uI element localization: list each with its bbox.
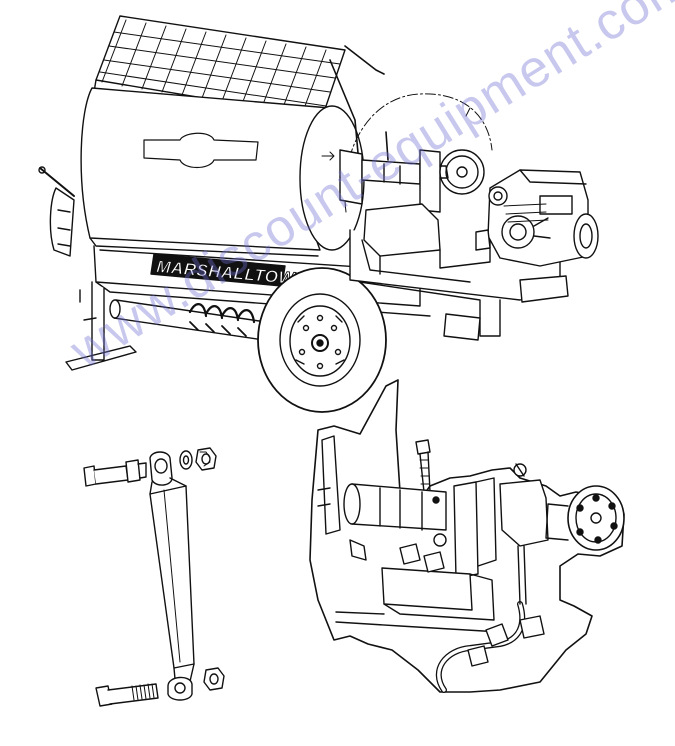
callout-arrow-icon (321, 151, 335, 161)
mixer-drum (38, 87, 365, 257)
mortar-mixer-assembly: MARSHALLTOWN (38, 15, 599, 413)
bottom-bolt (95, 683, 159, 707)
washer (179, 450, 193, 470)
detail-motor-flange (545, 485, 625, 551)
detail-pump-body (499, 479, 549, 547)
hydraulic-cylinder-parts (83, 447, 225, 707)
detail-fitting (399, 543, 421, 565)
detail-view-pump (309, 379, 625, 693)
front-stand (65, 281, 137, 371)
detail-shaft-housing (351, 483, 447, 531)
axle-tube (109, 299, 267, 341)
cylinder-top-eye (149, 451, 173, 486)
cylinder-bottom-eye (167, 676, 193, 701)
detail-tray (381, 567, 473, 611)
engine (475, 169, 599, 267)
pump-housing (363, 203, 441, 257)
detail-callout-circle (344, 93, 493, 213)
pump-coupling (339, 131, 485, 213)
wheel (257, 267, 387, 413)
drum-emblem (143, 132, 259, 169)
top-nut (195, 447, 217, 471)
top-bolt (83, 459, 147, 487)
bottom-nut (203, 667, 225, 691)
